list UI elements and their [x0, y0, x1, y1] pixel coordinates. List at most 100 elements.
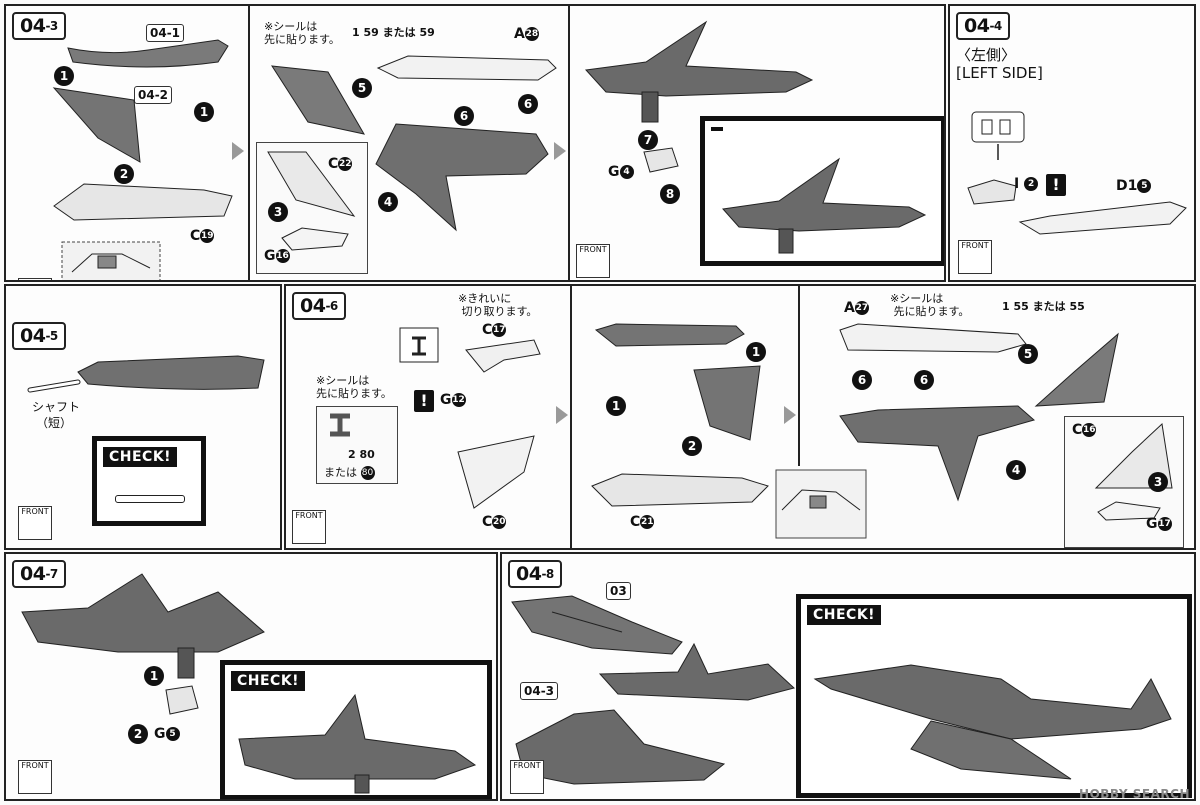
wing-body-part [375, 123, 549, 232]
step-num-1: 1 [144, 666, 164, 686]
step-arrow [554, 142, 566, 160]
fin-part [52, 87, 141, 163]
sticker-note: ※シールは先に貼ります。 [316, 374, 392, 400]
sticker-ref: 2 80 [348, 448, 375, 461]
step-arrow [232, 142, 244, 160]
step-num-1b: 1 [194, 102, 214, 122]
wing-top-white [376, 55, 557, 81]
check-box [700, 116, 944, 266]
connector-part-2 [1097, 501, 1161, 521]
peg-part [967, 179, 1017, 205]
step-num-1b: 1 [746, 342, 766, 362]
part-label-c22: C22 [328, 156, 353, 172]
shaft-preview [115, 495, 185, 503]
wing-body-part-2 [839, 405, 1036, 502]
body-assembly [511, 595, 683, 655]
sticker-detail-box [316, 406, 398, 484]
sticker2-ref: 1 55 または 55 [1002, 300, 1085, 313]
ref-04-3: 04-3 [520, 682, 559, 700]
part-label-g16: G16 [264, 248, 290, 264]
front-indicator: FRONT [510, 760, 544, 794]
detail-inset [61, 241, 161, 280]
wing-assembly-upper [598, 642, 796, 701]
step-num-1: 1 [606, 396, 626, 416]
step-tag: 04-8 [508, 560, 562, 588]
step-num-1: 1 [54, 66, 74, 86]
front-indicator: FRONT [576, 244, 610, 278]
part-label-c19: C19 [190, 228, 215, 244]
side-label-jp: 〈左側〉 [956, 46, 1017, 64]
check-wing-preview [238, 693, 477, 794]
check-wing-preview [722, 157, 927, 254]
part-label-i2: I 2 [1014, 176, 1039, 192]
step-arrow [556, 406, 568, 424]
wing-top-white-2 [839, 323, 1027, 353]
clip-detail [399, 327, 439, 363]
step-num-4: 4 [378, 192, 398, 212]
part-label-g17: G17 [1146, 516, 1172, 532]
step-04-5-panel: 04-5 シャフト （短） CHECK! FRONT [4, 284, 282, 550]
step-num-6b: 6 [518, 94, 538, 114]
clip-part-2 [165, 685, 199, 715]
step-tag: 04-5 [12, 322, 66, 350]
front-indicator: FRONT [18, 278, 52, 280]
check-label: CHECK! [103, 447, 178, 467]
check-label: CHECK! [807, 605, 882, 625]
step-num-2: 2 [128, 724, 148, 744]
tailfin-part-2 [1034, 332, 1119, 407]
fin-part-2 [693, 365, 761, 441]
lower-wing-part [53, 183, 233, 221]
part-label-a28: A28 [514, 26, 539, 42]
part-label-a27: A27 [844, 300, 869, 316]
detail-inset-2 [775, 469, 867, 539]
front-indicator: FRONT [18, 760, 52, 794]
clip-part [643, 147, 679, 173]
ref-03: 03 [606, 582, 631, 600]
fin-white [457, 435, 535, 509]
sticker-clip [330, 413, 350, 437]
step-tag: 04-6 [292, 292, 346, 320]
step-num-4: 4 [1006, 460, 1026, 480]
step-04-3-panel: 04-3 04-1 04-2 1 1 2 C19 FRONT ※シールは先に貼り… [4, 4, 946, 282]
front-indicator: FRONT [18, 506, 52, 540]
step-tag: 04-7 [12, 560, 66, 588]
wing-left-part [1018, 201, 1187, 235]
lower-wing-part-2 [591, 473, 769, 507]
small-fin-part [267, 151, 356, 217]
part-label-c17: C17 [482, 322, 507, 338]
part-label-c20: C20 [482, 514, 507, 530]
step-num-2: 2 [682, 436, 702, 456]
part-label-g12: G12 [440, 392, 466, 408]
step-num-2: 2 [114, 164, 134, 184]
sticker-note: ※シールは先に貼ります。 [264, 20, 340, 46]
sticker-ref: 1 59 または 59 [352, 26, 435, 39]
watermark: HOBBY SEARCH [1079, 787, 1190, 801]
step-num-3: 3 [268, 202, 288, 222]
check-box: CHECK! [796, 594, 1192, 798]
side-label-en: [LEFT SIDE] [956, 64, 1043, 82]
assembled-wing [584, 20, 814, 123]
divider [248, 6, 250, 280]
wing-with-shaft [77, 355, 265, 390]
ref-04-1: 04-1 [146, 24, 185, 42]
sticker-alt: または 80 [324, 466, 375, 480]
step-tag: 04-3 [12, 12, 66, 40]
step-num-8: 8 [660, 184, 680, 204]
wing-upper-part [67, 39, 229, 68]
front-indicator: FRONT [958, 240, 992, 274]
part-label-c16: C16 [1072, 422, 1097, 438]
check-label [711, 127, 723, 131]
assembled-wing-left [21, 573, 265, 679]
clean-cut-note: ※きれいに 切り取ります。 [458, 292, 538, 318]
divider [570, 286, 572, 548]
step-num-6: 6 [454, 106, 474, 126]
shaft-part [27, 379, 81, 393]
step-04-8-panel: 04-8 03 04-3 CHECK! FRONT [500, 552, 1196, 801]
check-box: CHECK! [92, 436, 206, 526]
ref-04-2: 04-2 [134, 86, 173, 104]
step-04-6-panel: 04-6 ※きれいに 切り取ります。 C17 ※シールは先に貼ります。 ! G1… [284, 284, 1196, 550]
